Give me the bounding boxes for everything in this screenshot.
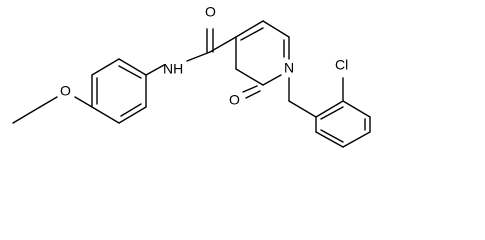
atom-label-ring-oxygen: O [229, 92, 240, 108]
bond-benzene-1 [315, 100, 344, 118]
atom-label-chlorine: Cl [335, 57, 348, 73]
bond-phenyl-nh [145, 64, 165, 76]
bond-o-phenyl [74, 96, 93, 108]
bond-ring-double-1 [240, 27, 264, 41]
bond-benzene-double-3 [320, 129, 344, 143]
bond-benzene-4 [342, 131, 371, 148]
bond-lines [12, 20, 371, 148]
bond-ring-c2-o-right [245, 90, 261, 99]
bond-phenyl-4 [118, 58, 147, 76]
bond-ring-5 [235, 68, 264, 86]
bond-phenyl-1 [91, 106, 120, 124]
bond-ring-1 [235, 20, 264, 38]
bond-ch2-benzene [288, 100, 317, 118]
diagram-background [0, 0, 485, 150]
bond-ethyl-ch3-ch2 [12, 106, 41, 124]
bond-phenyl-double-3 [118, 65, 142, 79]
bond-ring-c2-o-left [242, 85, 258, 93]
atom-labels: O NH N O O Cl [60, 4, 348, 108]
bond-ring-2 [262, 20, 290, 38]
atom-label-carbonyl-oxygen: O [205, 4, 216, 20]
bond-nh-carbonyl [186, 51, 211, 62]
chemical-structure-diagram: O NH N O O Cl [0, 0, 485, 150]
bond-phenyl-5 [91, 58, 120, 76]
bond-benzene-2 [342, 100, 371, 118]
atom-label-ether-oxygen: O [60, 83, 71, 99]
bond-carbonyl-ring [209, 36, 237, 53]
bond-phenyl-2 [118, 106, 147, 124]
bond-ring-4 [262, 74, 282, 86]
atom-label-ring-nitrogen: N [284, 60, 294, 76]
bond-benzene-5 [315, 131, 344, 148]
bond-ethyl-ch2-o [39, 96, 58, 108]
bond-phenyl-double-2 [120, 103, 142, 117]
bond-benzene-double-1 [320, 106, 344, 120]
atom-label-amide-nitrogen: NH [163, 61, 183, 77]
